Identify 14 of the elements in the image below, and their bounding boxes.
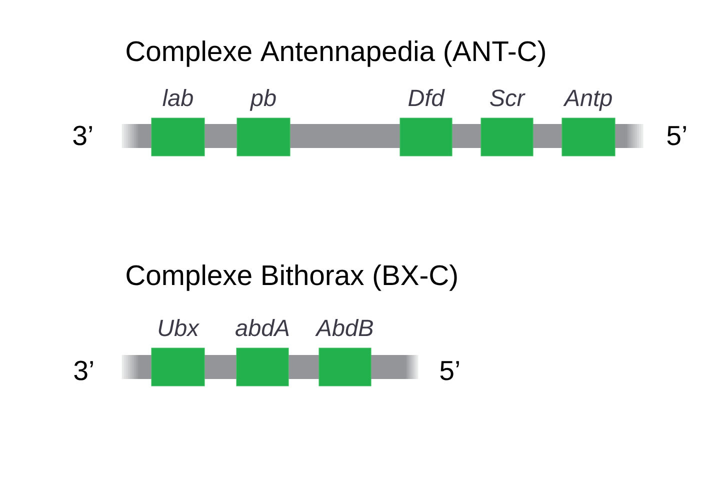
gene-name: Ubx bbox=[158, 318, 200, 336]
gene-name: AbdB bbox=[315, 318, 373, 336]
cluster-heading: Complexe Antennapedia (ANT-C) bbox=[126, 40, 545, 67]
gene-name: Dfd bbox=[408, 88, 445, 106]
gene-name: abdA bbox=[236, 318, 289, 336]
gene-name: Scr bbox=[490, 90, 526, 106]
gene-name: pb bbox=[250, 88, 276, 111]
strand-end-label: 3’ bbox=[74, 360, 93, 380]
strand-end-label: 5’ bbox=[440, 361, 459, 380]
gene-name: Antp bbox=[563, 90, 612, 111]
gene-name: lab bbox=[162, 88, 193, 106]
strand-end-label: 5’ bbox=[667, 126, 686, 146]
cluster-heading: Complexe Bithorax (BX-C) bbox=[126, 264, 457, 291]
strand-end-label: 3’ bbox=[73, 126, 92, 146]
